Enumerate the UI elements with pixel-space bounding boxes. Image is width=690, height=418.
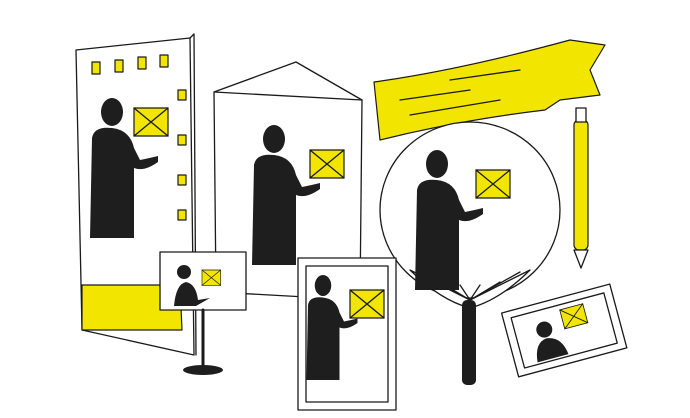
pen <box>573 107 589 269</box>
small-easel-sign <box>159 251 247 375</box>
envelope-icon <box>475 169 511 199</box>
tilted-photo-card <box>500 283 628 378</box>
round-fan <box>379 121 561 385</box>
framed-card <box>297 257 397 411</box>
envelope-icon <box>349 289 385 319</box>
yellow-ribbon <box>373 39 606 141</box>
envelope-icon <box>309 149 345 179</box>
pentagon-signboard <box>213 61 363 301</box>
envelope-icon <box>133 107 169 137</box>
